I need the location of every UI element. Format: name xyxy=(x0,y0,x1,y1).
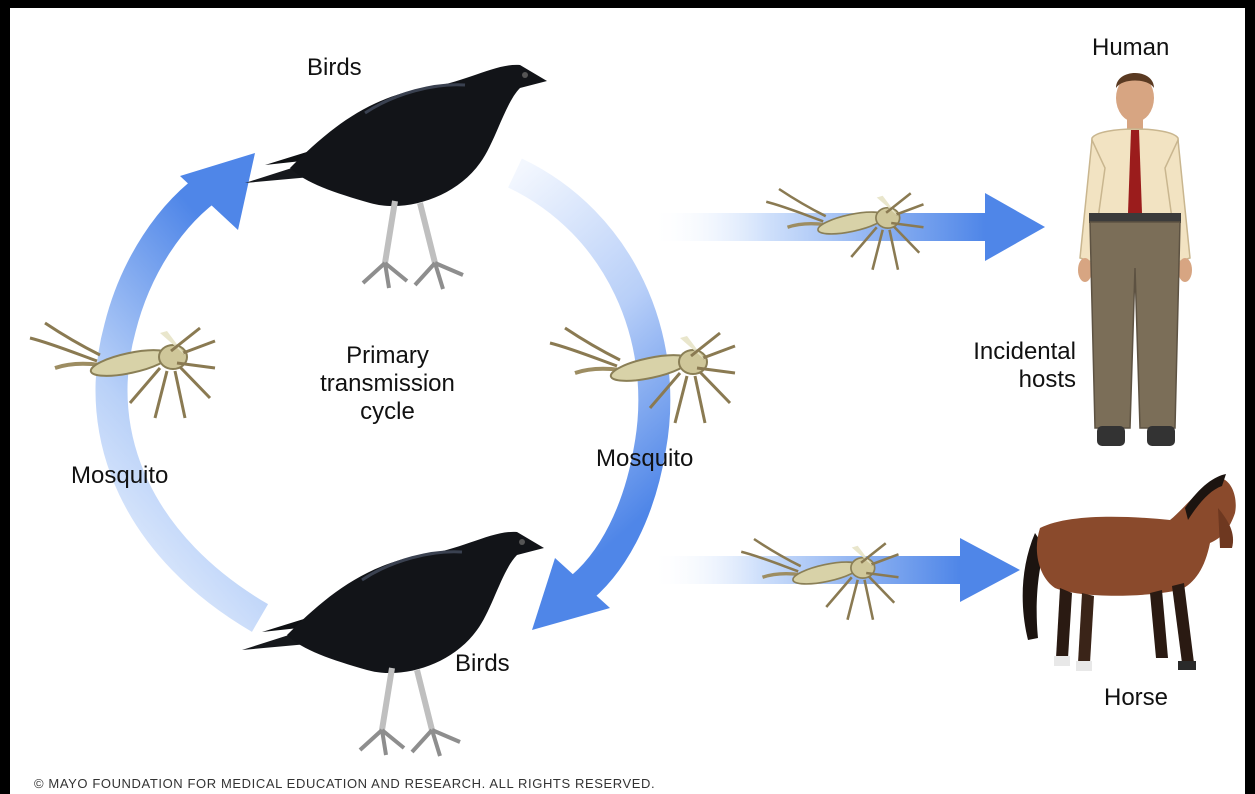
arrow-to-human xyxy=(650,213,985,241)
horse-figure xyxy=(1023,474,1236,671)
arrowhead-horse xyxy=(960,538,1020,602)
label-horse: Horse xyxy=(1104,684,1168,712)
label-mosquito-right: Mosquito xyxy=(596,445,693,473)
label-incidental-hosts: Incidental hosts xyxy=(940,338,1076,394)
bird-icon xyxy=(242,532,544,756)
label-incidental-line1: Incidental xyxy=(940,338,1076,366)
diagram-panel: Birds Birds Mosquito Mosquito Primary tr… xyxy=(10,8,1245,794)
cycle-arrow-right xyxy=(515,173,654,593)
diagram-artwork xyxy=(10,8,1245,794)
label-mosquito-left: Mosquito xyxy=(71,462,168,490)
label-primary-line1: Primary xyxy=(300,342,475,370)
label-primary-cycle: Primary transmission cycle xyxy=(300,342,475,426)
arrowhead-human xyxy=(985,193,1045,261)
bird-icon xyxy=(245,65,547,289)
label-primary-line2: transmission xyxy=(300,370,475,398)
label-primary-line3: cycle xyxy=(300,398,475,426)
label-human: Human xyxy=(1092,34,1169,62)
human-figure xyxy=(1078,73,1192,446)
label-incidental-line2: hosts xyxy=(940,366,1076,394)
copyright-notice: © MAYO FOUNDATION FOR MEDICAL EDUCATION … xyxy=(34,776,655,791)
label-birds-bottom: Birds xyxy=(455,650,510,678)
label-birds-top: Birds xyxy=(307,54,362,82)
